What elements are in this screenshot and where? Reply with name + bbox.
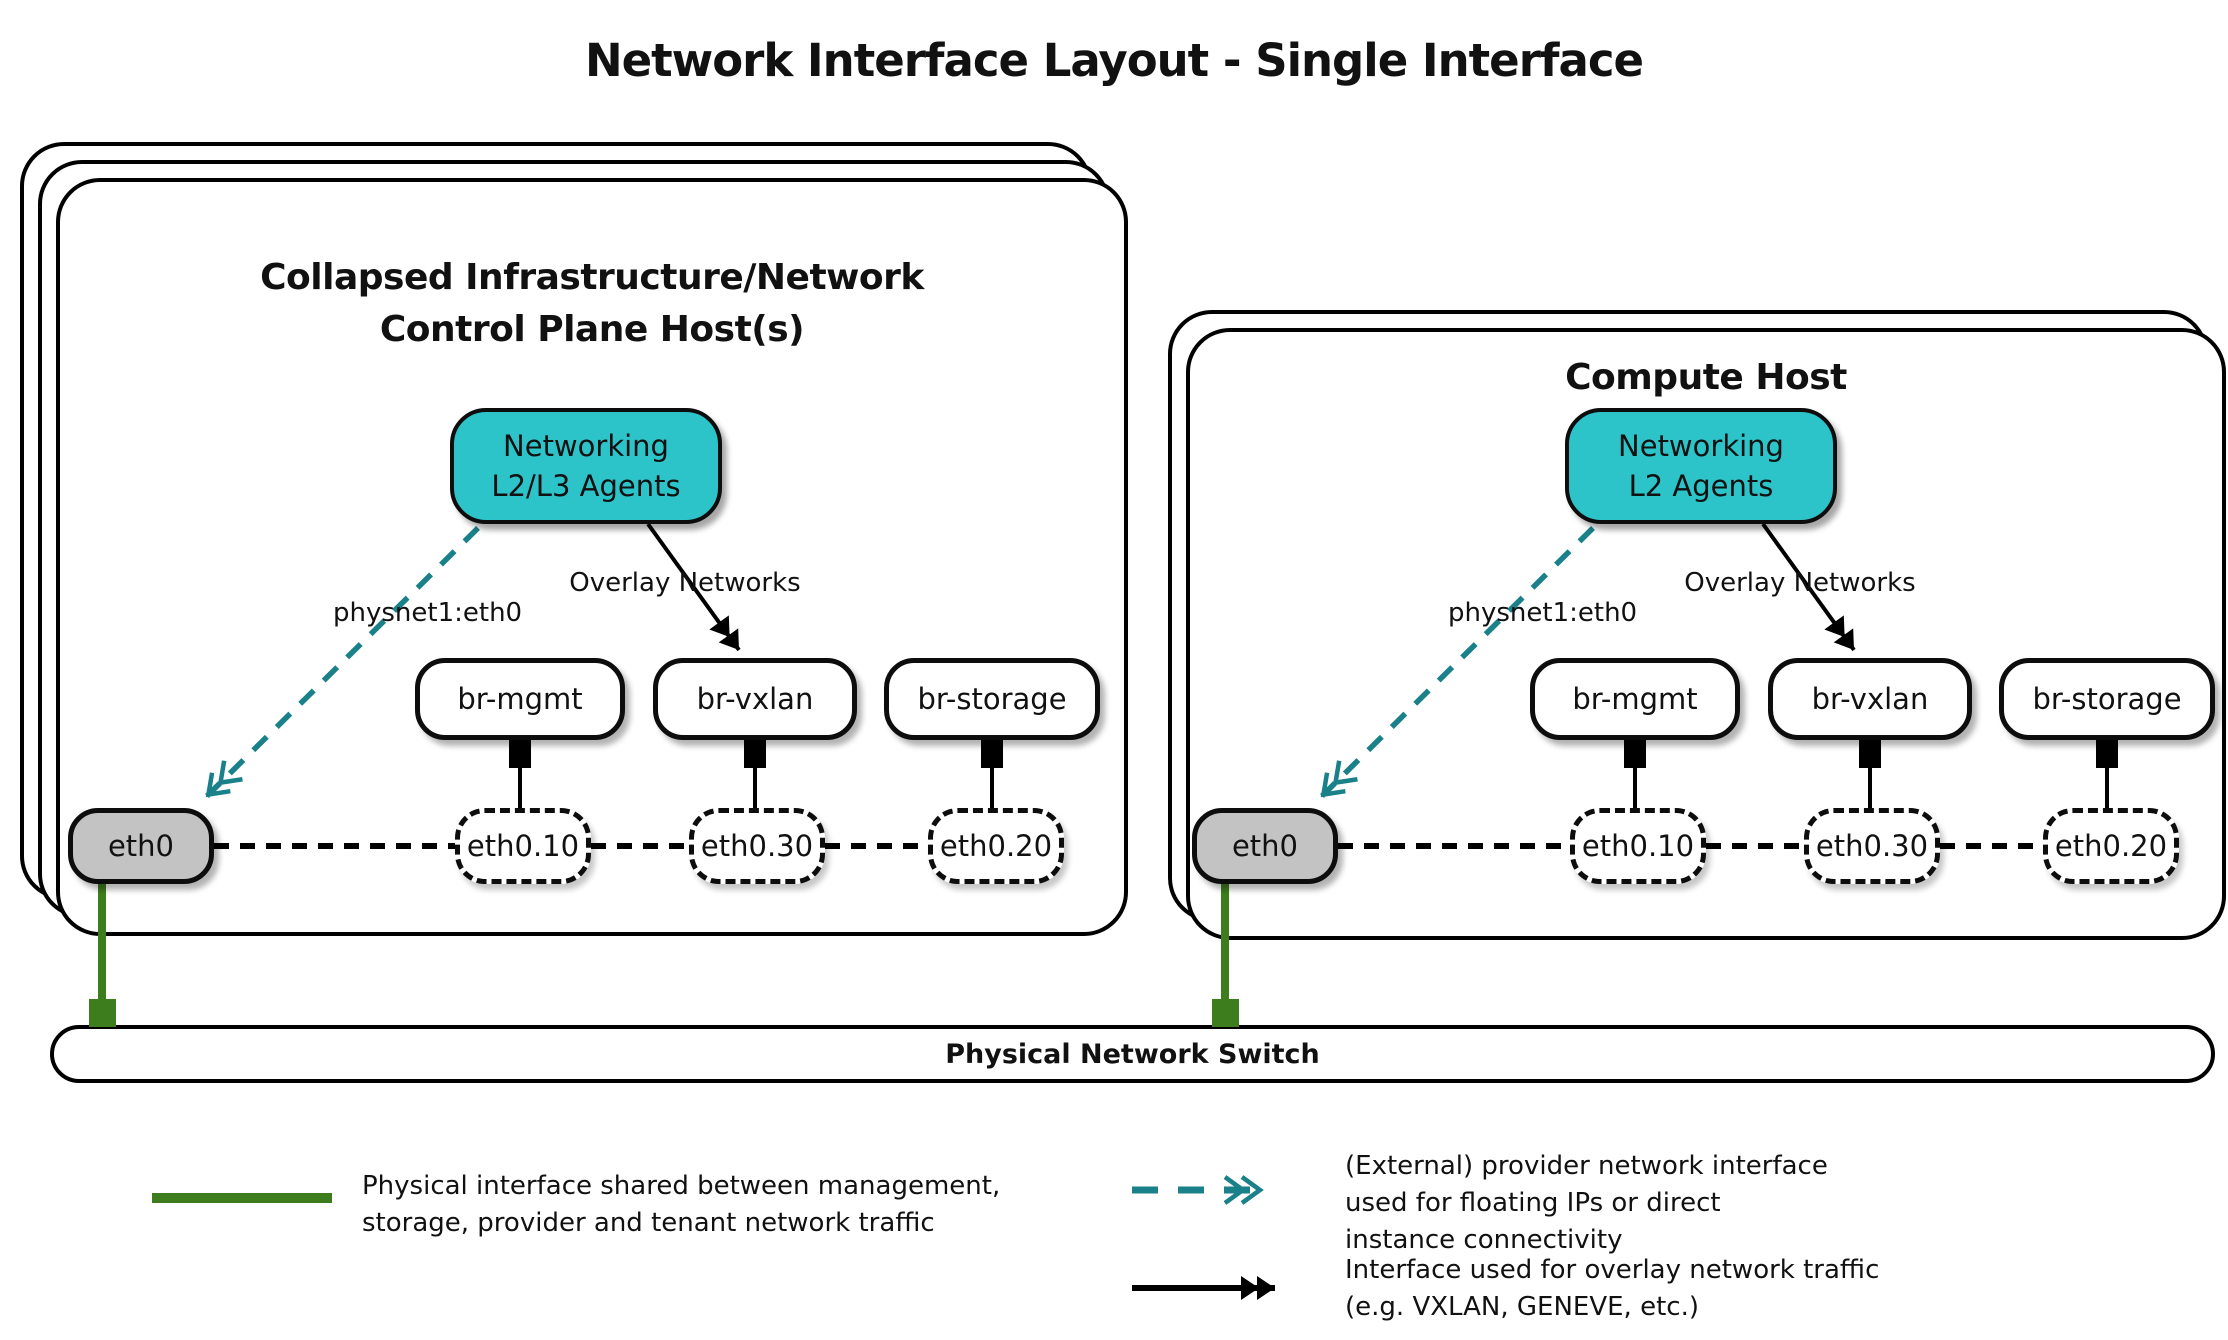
vlan-interface-node: eth0.10	[455, 808, 591, 884]
host-title-line: Compute Host	[1565, 357, 1847, 398]
agent-label-line: L2/L3 Agents	[491, 469, 681, 503]
agent-label-line: L2 Agents	[1628, 469, 1774, 503]
legend-overlay-text: Interface used for overlay network traff…	[1345, 1252, 1879, 1326]
networking-agents-node: Networking L2/L3 Agents	[450, 408, 722, 524]
physical-interface-node: eth0	[1192, 808, 1338, 884]
overlay-networks-label: Overlay Networks	[1684, 568, 1916, 598]
switch-label: Physical Network Switch	[945, 1038, 1320, 1070]
legend-line: instance connectivity	[1345, 1225, 1623, 1255]
bridge-node: br-vxlan	[1768, 658, 1972, 740]
compute-host-title: Compute Host	[1220, 352, 2192, 404]
provider-network-label: physnet1:eth0	[1448, 598, 1638, 628]
legend-provider-text: (External) provider network interface us…	[1345, 1148, 1828, 1259]
bridge-node: br-storage	[1999, 658, 2215, 740]
page-title: Network Interface Layout - Single Interf…	[584, 34, 1644, 87]
agent-label-line: Networking	[1618, 429, 1784, 463]
switch-port	[1212, 999, 1239, 1027]
switch-port	[89, 999, 116, 1027]
networking-agents-node: Networking L2 Agents	[1565, 408, 1837, 524]
vlan-interface-node: eth0.20	[2043, 808, 2179, 884]
provider-network-label: physnet1:eth0	[333, 598, 523, 628]
physical-network-switch: Physical Network Switch	[50, 1025, 2215, 1083]
bridge-node: br-storage	[884, 658, 1100, 740]
host-title-line: Collapsed Infrastructure/Network	[260, 257, 924, 298]
bridge-node: br-mgmt	[415, 658, 625, 740]
overlay-networks-label: Overlay Networks	[569, 568, 801, 598]
legend-physical-text: Physical interface shared between manage…	[362, 1168, 1000, 1242]
vlan-interface-node: eth0.10	[1570, 808, 1706, 884]
agent-label-line: Networking	[503, 429, 669, 463]
vlan-interface-node: eth0.30	[1804, 808, 1940, 884]
bridge-node: br-vxlan	[653, 658, 857, 740]
bridge-node: br-mgmt	[1530, 658, 1740, 740]
physical-interface-node: eth0	[68, 808, 214, 884]
legend-line: (e.g. VXLAN, GENEVE, etc.)	[1345, 1292, 1699, 1322]
legend-line: used for floating IPs or direct	[1345, 1188, 1721, 1218]
host-title-line: Control Plane Host(s)	[379, 309, 805, 350]
legend-line: (External) provider network interface	[1345, 1151, 1828, 1181]
legend-line: Interface used for overlay network traff…	[1345, 1255, 1880, 1285]
legend-line: Physical interface shared between manage…	[362, 1171, 1001, 1201]
control-plane-host-title: Collapsed Infrastructure/Network Control…	[106, 252, 1078, 356]
vlan-interface-node: eth0.20	[928, 808, 1064, 884]
legend-physical-swatch	[152, 1193, 332, 1203]
legend-line: storage, provider and tenant network tra…	[362, 1208, 935, 1238]
vlan-interface-node: eth0.30	[689, 808, 825, 884]
